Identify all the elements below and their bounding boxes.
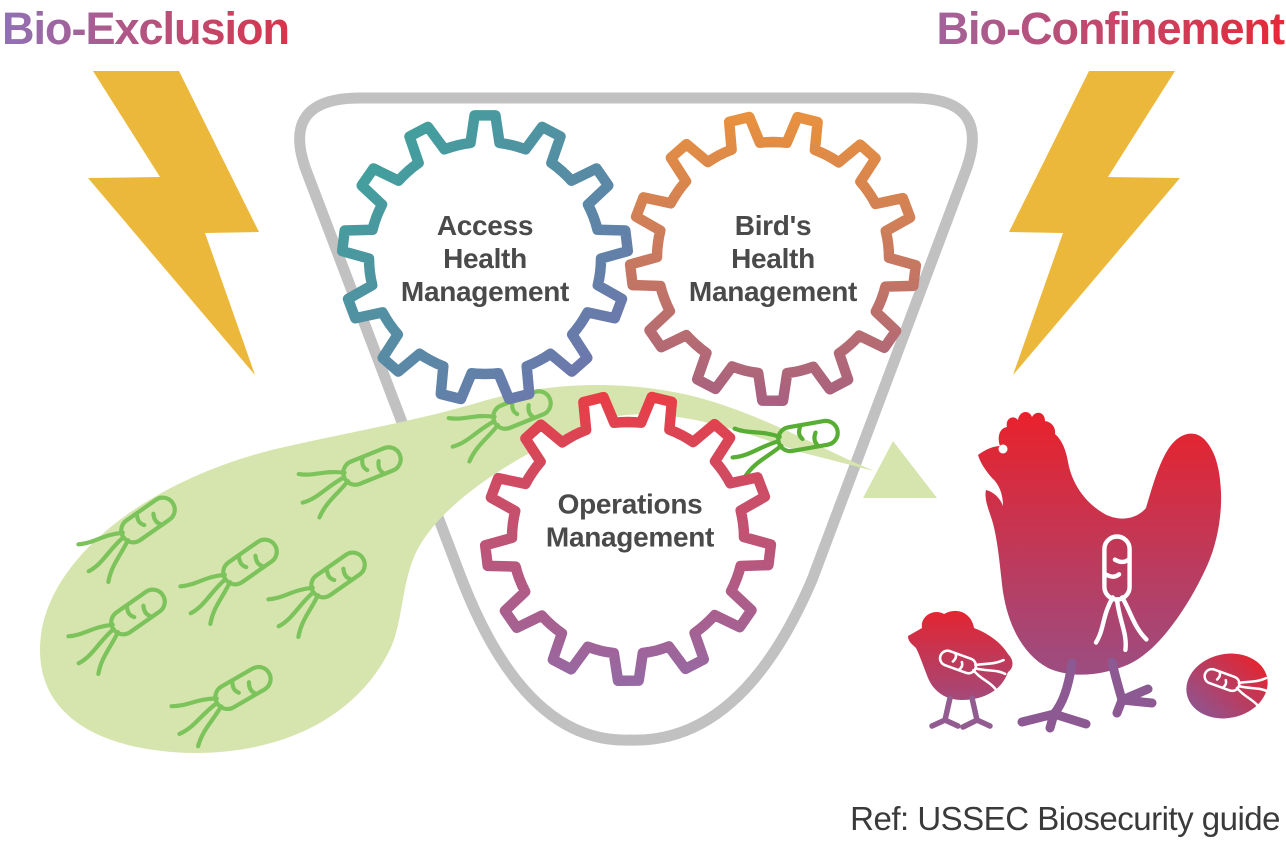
chick-legs — [929, 695, 993, 730]
contamination-stream — [40, 385, 874, 753]
gear-label-operations: Operations Management — [545, 488, 715, 552]
gear-icon-access-health — [336, 110, 634, 405]
chick-icon — [908, 610, 1013, 730]
egg-icon — [1186, 653, 1273, 719]
arrow-icon — [863, 441, 937, 498]
lightning-bolt-right-icon — [1009, 71, 1180, 375]
gear-label-access-health: Access Health Management — [400, 209, 570, 307]
hen-icon — [978, 411, 1222, 733]
hen-eye — [998, 444, 1008, 454]
title-bio-exclusion: Bio-Exclusion — [2, 3, 289, 54]
gear-icon-birds-health — [624, 111, 922, 406]
containment-triangle-outline — [294, 92, 978, 746]
hen-legs — [1017, 657, 1157, 733]
gear-icon-operations — [479, 391, 777, 686]
title-bio-confinement: Bio-Confinement — [937, 3, 1285, 54]
gear-label-birds-health: Bird's Health Management — [688, 209, 858, 307]
lightning-bolt-left-icon — [88, 71, 259, 375]
reference-text: Ref: USSEC Biosecurity guide — [850, 800, 1280, 837]
